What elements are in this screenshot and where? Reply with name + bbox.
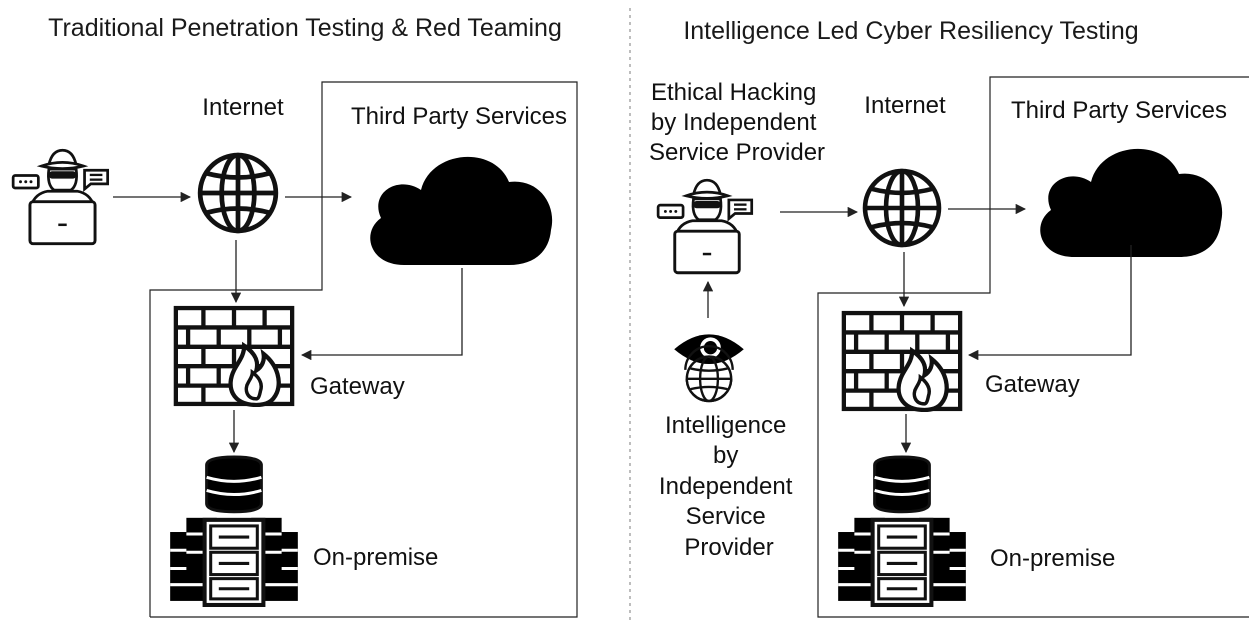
cloud-icon <box>370 156 553 265</box>
ethical-hacking-label: Ethical Hacking by Independent Service P… <box>649 79 825 166</box>
right-on-premise-label: On-premise <box>990 545 1115 572</box>
globe-icon <box>200 155 276 231</box>
right-internet-label: Internet <box>864 92 946 119</box>
right-third-party-label: Third Party Services <box>1011 97 1227 124</box>
left-internet-label: Internet <box>202 94 284 121</box>
hacker-icon <box>11 148 110 246</box>
left-boundary <box>149 81 578 618</box>
right-firewall-icon <box>844 313 960 410</box>
intelligence-label: Intelligence by Independent Service Prov… <box>659 412 799 561</box>
left-gateway-label: Gateway <box>310 373 405 400</box>
left-on-premise-label: On-premise <box>313 544 438 571</box>
right-database-server-icon <box>838 457 966 605</box>
ethical-hacker-icon <box>656 178 754 275</box>
right-cloud-icon <box>1040 148 1223 257</box>
right-globe-icon <box>865 171 939 245</box>
eye-globe-intelligence-icon <box>672 333 746 403</box>
right-gateway-label: Gateway <box>985 371 1080 398</box>
database-server-icon <box>170 457 298 605</box>
left-panel-title: Traditional Penetration Testing & Red Te… <box>48 14 562 42</box>
left-edge-cloud-gateway <box>300 268 463 361</box>
right-edge-cloud-gateway <box>967 245 1132 361</box>
right-panel-title: Intelligence Led Cyber Resiliency Testin… <box>683 17 1138 45</box>
firewall-icon <box>176 308 292 405</box>
left-third-party-label: Third Party Services <box>351 103 567 130</box>
